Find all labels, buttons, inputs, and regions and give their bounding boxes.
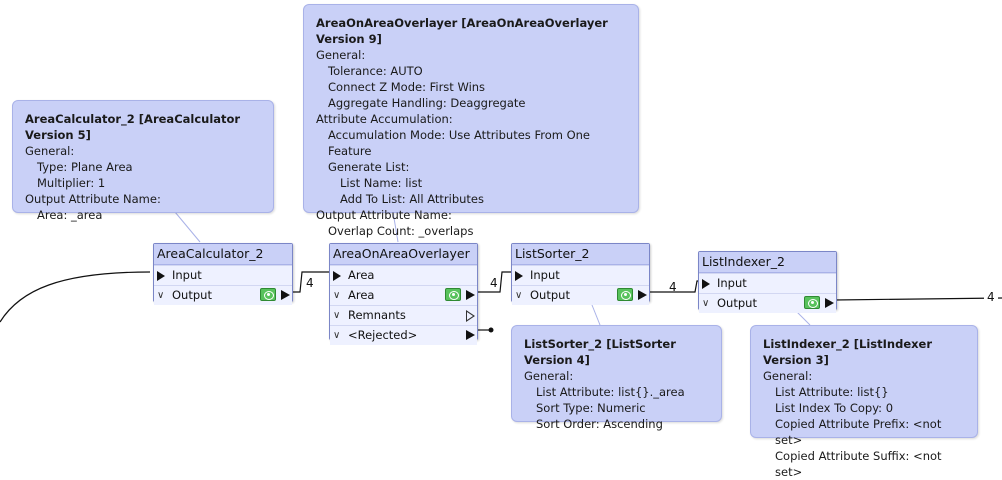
triangle-port-icon[interactable] — [515, 271, 523, 281]
annotation-areacalculator[interactable]: AreaCalculator_2 [AreaCalculator Version… — [12, 100, 274, 222]
annotation-line: Output Attribute Name: — [316, 208, 452, 222]
annotation-line: Generate List: — [328, 160, 410, 174]
annotation-line: Output Attribute Name: — [25, 192, 161, 206]
annotation-title: AreaCalculator_2 [AreaCalculator Version… — [25, 112, 241, 142]
annotation-line: Attribute Accumulation: — [316, 112, 453, 126]
eye-icon[interactable] — [445, 288, 461, 301]
output-port-output[interactable]: ∨ Output — [512, 285, 649, 305]
annotation-title: ListSorter_2 [ListSorter Version 4] — [524, 337, 676, 367]
annotation-listsorter[interactable]: ListSorter_2 [ListSorter Version 4] Gene… — [511, 325, 722, 431]
triangle-port-icon[interactable] — [466, 330, 475, 340]
feature-count-1[interactable]: 4 — [306, 276, 314, 290]
transformer-title: ListIndexer_2 — [699, 252, 836, 273]
annotation-line: Copied Attribute Prefix: <not set> — [775, 417, 942, 447]
annotation-line: General: — [524, 369, 574, 383]
connection-4 — [833, 297, 1002, 301]
output-port-output[interactable]: ∨ Output — [699, 293, 836, 313]
chevron-down-icon[interactable]: ∨ — [157, 290, 165, 301]
input-port-area[interactable]: Area — [330, 265, 477, 285]
annotation-line: Sort Order: Ascending — [536, 417, 663, 431]
annotation-line: Accumulation Mode: Use Attributes From O… — [328, 128, 591, 158]
feature-count-4[interactable]: 4 — [984, 290, 998, 304]
chevron-down-icon[interactable]: ∨ — [515, 290, 523, 301]
transformer-listsorter[interactable]: ListSorter_2 Input ∨ Output — [511, 243, 650, 305]
chevron-down-icon[interactable]: ∨ — [333, 290, 341, 301]
input-port-input[interactable]: Input — [699, 273, 836, 293]
annotation-line: Aggregate Handling: Deaggregate — [328, 96, 526, 110]
triangle-port-icon[interactable] — [157, 271, 165, 281]
annotation-title: AreaOnAreaOverlayer [AreaOnAreaOverlayer… — [316, 16, 608, 46]
annotation-line: Multiplier: 1 — [37, 176, 106, 190]
eye-icon[interactable] — [804, 296, 820, 309]
triangle-port-icon[interactable] — [702, 279, 710, 289]
annotation-line: Area: _area — [37, 208, 103, 222]
output-port-rejected[interactable]: ∨ <Rejected> — [330, 325, 477, 345]
transformer-listindexer[interactable]: ListIndexer_2 Input ∨ Output — [698, 251, 837, 313]
annotation-line: Sort Type: Numeric — [536, 401, 646, 415]
annotation-line: General: — [25, 144, 75, 158]
triangle-port-icon[interactable] — [333, 271, 341, 281]
annotation-line: General: — [763, 369, 813, 383]
chevron-down-icon[interactable]: ∨ — [702, 298, 710, 309]
transformer-title: AreaOnAreaOverlayer — [330, 244, 477, 265]
triangle-port-icon[interactable] — [466, 310, 475, 322]
eye-icon[interactable] — [617, 288, 633, 301]
transformer-areacalculator[interactable]: AreaCalculator_2 Input ∨ Output — [153, 243, 293, 305]
chevron-down-icon[interactable]: ∨ — [333, 310, 341, 321]
output-port-remnants[interactable]: ∨ Remnants — [330, 305, 477, 325]
eye-icon[interactable] — [260, 288, 276, 301]
annotation-line: List Attribute: list{}._area — [536, 385, 685, 399]
input-port-input[interactable]: Input — [154, 265, 292, 285]
triangle-port-icon[interactable] — [825, 298, 834, 308]
annotation-line: Add To List: All Attributes — [340, 192, 484, 206]
annotation-line: Overlap Count: _overlaps — [328, 224, 474, 238]
rejected-dot — [488, 327, 494, 333]
output-port-output[interactable]: ∨ Output — [154, 285, 292, 305]
triangle-port-icon[interactable] — [281, 290, 290, 300]
triangle-port-icon[interactable] — [638, 290, 647, 300]
annotation-line: General: — [316, 48, 366, 62]
annotation-title: ListIndexer_2 [ListIndexer Version 3] — [763, 337, 933, 367]
connection-incoming — [0, 271, 151, 323]
annotation-line: Tolerance: AUTO — [328, 64, 423, 78]
transformer-areaonareaoverlayer[interactable]: AreaOnAreaOverlayer Area ∨ Area ∨ Remnan… — [329, 243, 478, 345]
annotation-line: Copied Attribute Suffix: <not set> — [775, 449, 942, 479]
triangle-port-icon[interactable] — [466, 290, 475, 300]
annotation-line: List Index To Copy: 0 — [775, 401, 894, 415]
output-port-area[interactable]: ∨ Area — [330, 285, 477, 305]
chevron-down-icon[interactable]: ∨ — [333, 330, 341, 341]
annotation-line: List Name: list — [340, 176, 423, 190]
annotation-line: List Attribute: list{} — [775, 385, 889, 399]
feature-count-3[interactable]: 4 — [669, 280, 677, 294]
annotation-line: Connect Z Mode: First Wins — [328, 80, 486, 94]
feature-count-2[interactable]: 4 — [490, 276, 498, 290]
annotation-line: Type: Plane Area — [37, 160, 133, 174]
connection-3 — [650, 280, 704, 293]
annotation-areaonareaoverlayer[interactable]: AreaOnAreaOverlayer [AreaOnAreaOverlayer… — [303, 4, 639, 238]
transformer-title: ListSorter_2 — [512, 244, 649, 265]
input-port-input[interactable]: Input — [512, 265, 649, 285]
annotation-listindexer[interactable]: ListIndexer_2 [ListIndexer Version 3] Ge… — [750, 325, 978, 479]
transformer-title: AreaCalculator_2 — [154, 244, 292, 265]
